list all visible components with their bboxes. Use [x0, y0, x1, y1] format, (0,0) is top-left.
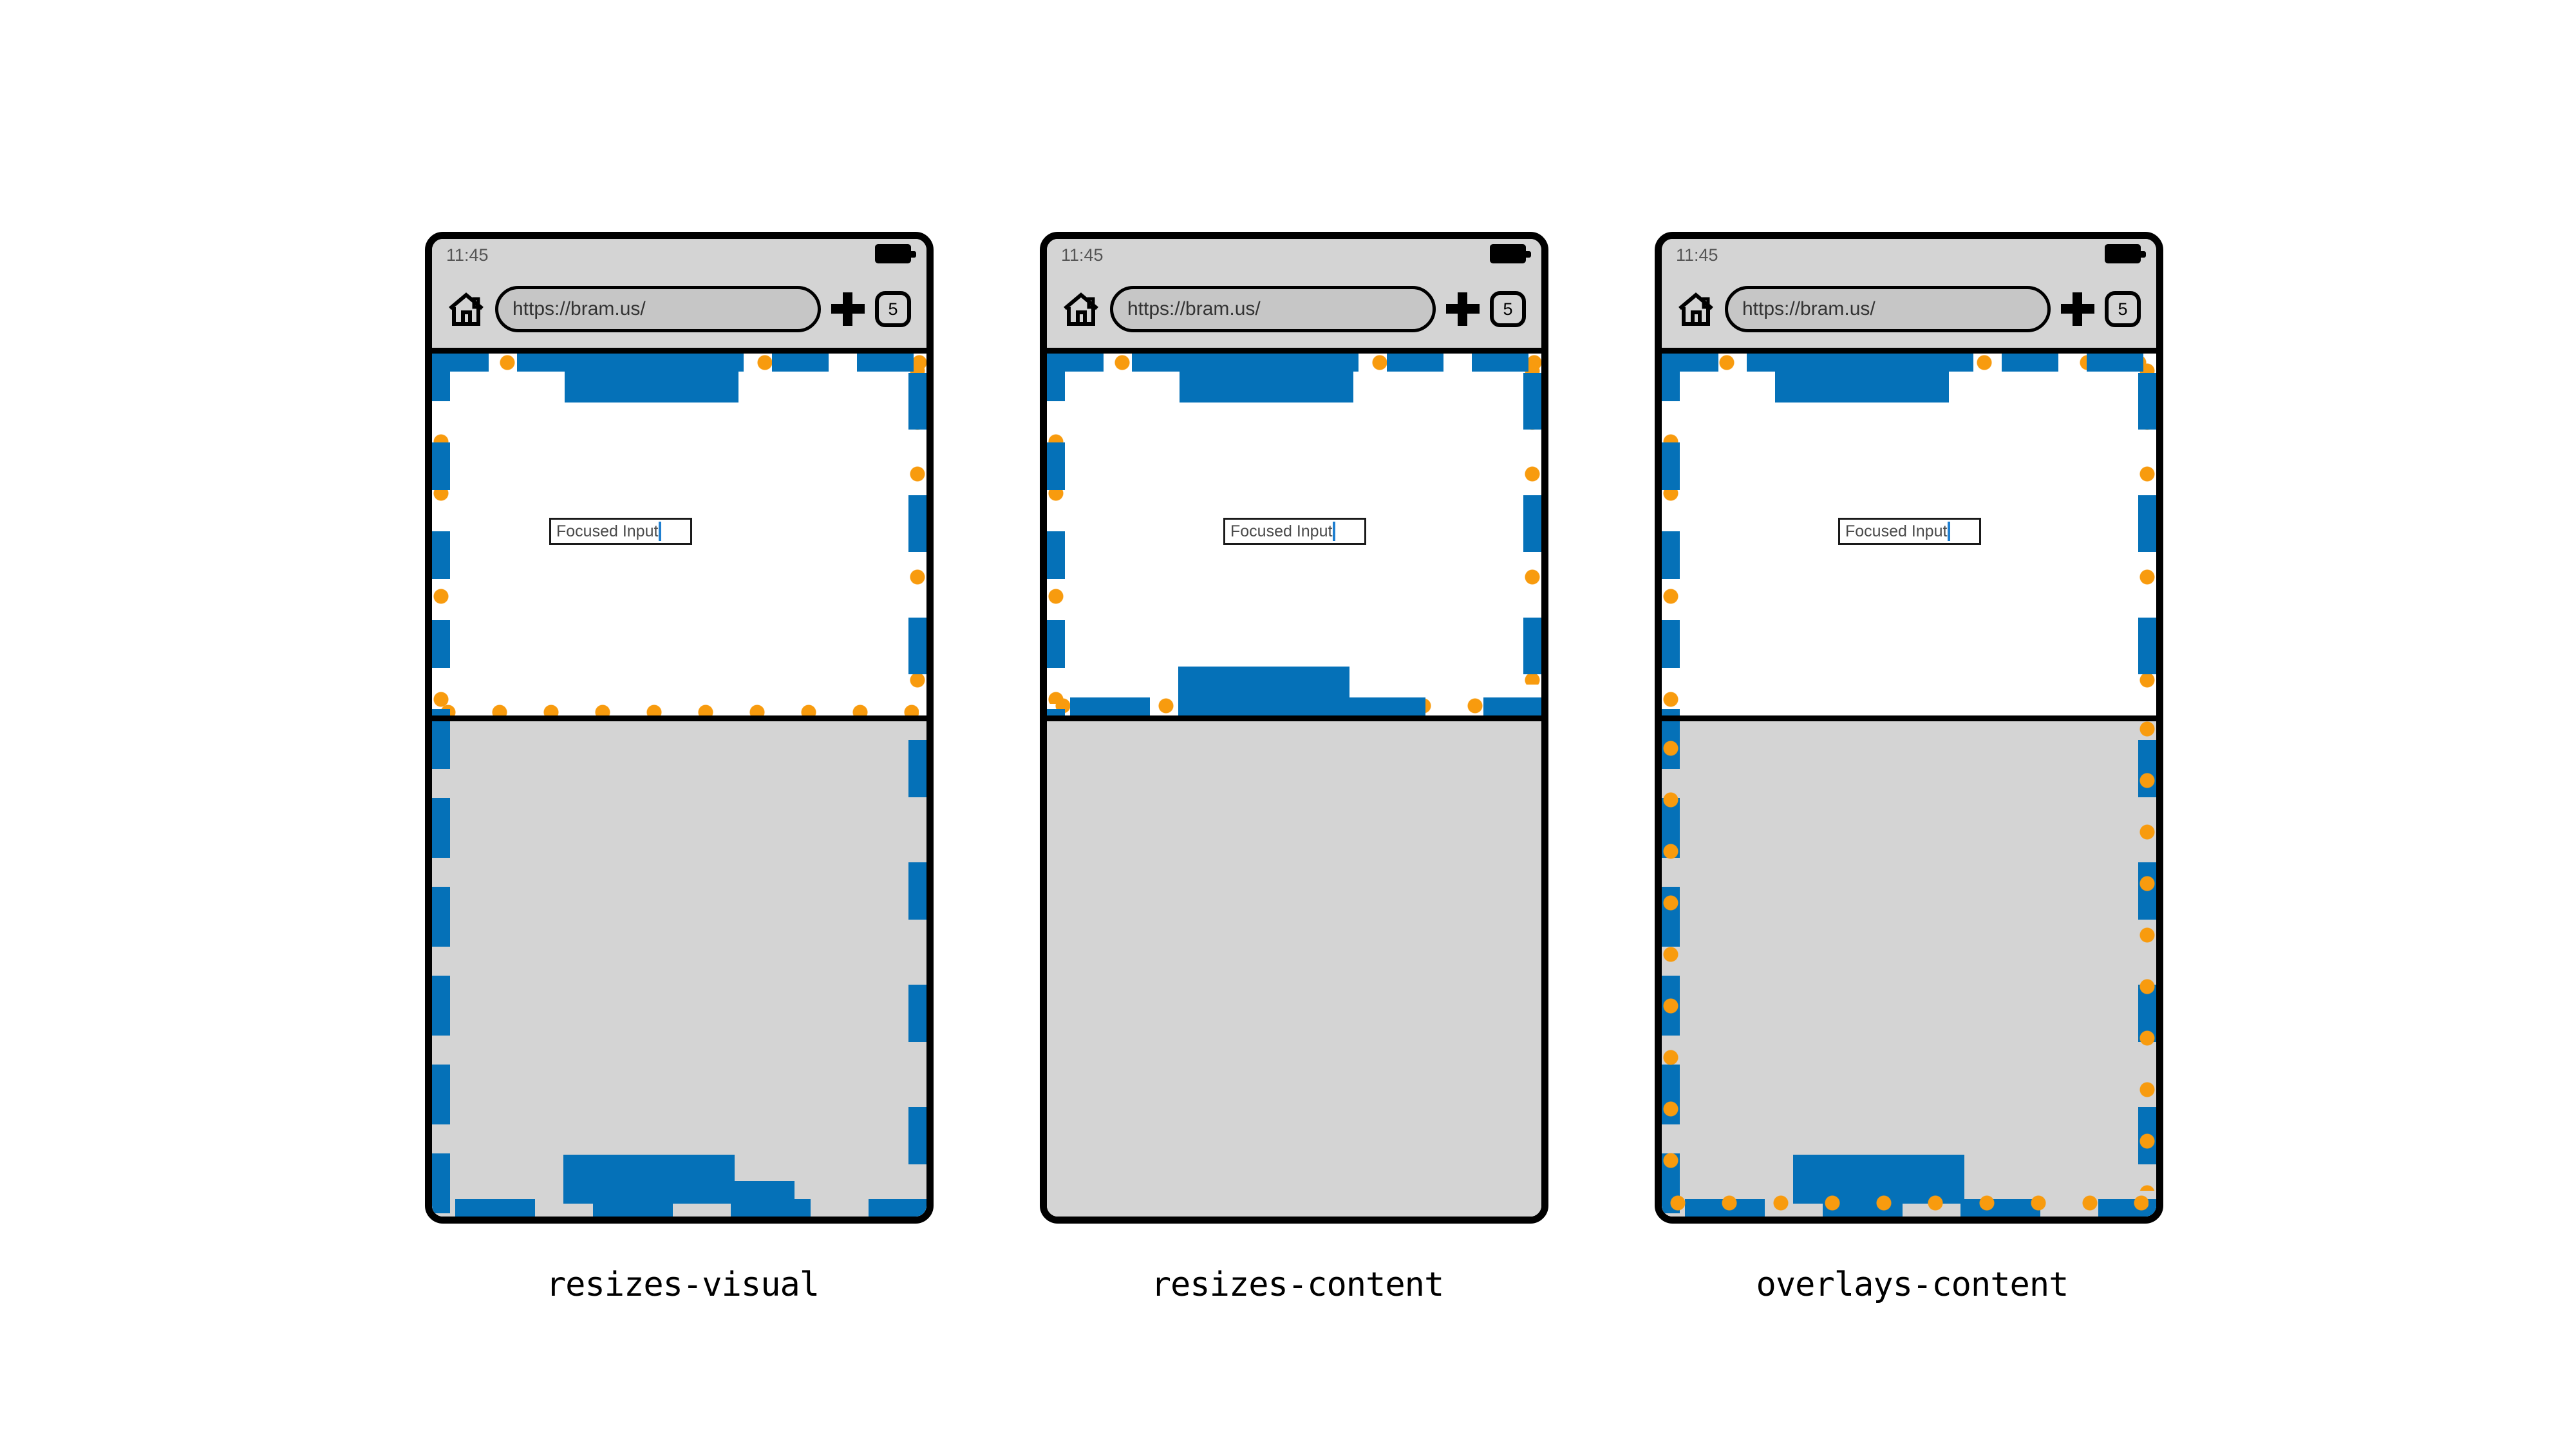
phone-frame: 11:45 https://bram.us/ — [1040, 232, 1548, 1224]
browser-toolbar: https://bram.us/ 5 — [432, 270, 926, 348]
viewport: Focused Input — [432, 354, 926, 1217]
overlay-edge-left-over-keyboard — [432, 721, 450, 1217]
browser-chrome: 11:45 https://bram.us/ — [1047, 239, 1541, 354]
overlay-edge-right-over-keyboard — [908, 721, 926, 1217]
caption-resizes-visual: resizes-visual — [545, 1265, 820, 1304]
text-caret — [659, 522, 662, 541]
phone-frame: 11:45 https://bram.us/ — [1655, 232, 2163, 1224]
focused-input-value: Focused Input — [1230, 522, 1333, 540]
focused-input[interactable]: Focused Input — [1838, 518, 1981, 545]
text-caret — [1948, 522, 1951, 541]
url-text: https://bram.us/ — [1742, 298, 1876, 319]
caption-overlays-content: overlays-content — [1756, 1265, 2069, 1304]
status-bar: 11:45 — [1047, 239, 1541, 270]
battery-full-icon — [2105, 244, 2146, 263]
text-caret — [1333, 522, 1336, 541]
plus-icon[interactable] — [831, 292, 865, 326]
status-bar: 11:45 — [432, 239, 926, 270]
overlay-block-keyboard-bottom — [563, 1155, 735, 1204]
plus-icon[interactable] — [1446, 292, 1480, 326]
home-icon[interactable] — [447, 292, 485, 327]
battery-full-icon — [875, 244, 916, 263]
browser-chrome: 11:45 https://bram.us/ — [1662, 239, 2156, 354]
overlay-block-top — [1775, 354, 1949, 402]
content-area: Focused Input — [1047, 354, 1541, 715]
phone-frame: 11:45 https://bram.us/ — [425, 232, 934, 1224]
home-icon[interactable] — [1677, 292, 1715, 327]
panel-resizes-content: 11:45 https://bram.us/ — [1040, 232, 1555, 1224]
keyboard-divider — [432, 715, 926, 721]
overlay-block-top — [565, 354, 738, 402]
url-bar[interactable]: https://bram.us/ — [495, 286, 821, 332]
status-clock: 11:45 — [446, 245, 489, 265]
overlay-block-bottom — [1178, 667, 1349, 715]
caption-resizes-content: resizes-content — [1151, 1265, 1445, 1304]
focused-input[interactable]: Focused Input — [549, 518, 692, 545]
url-text: https://bram.us/ — [512, 298, 646, 319]
focused-input-value: Focused Input — [556, 522, 659, 540]
virtual-keyboard[interactable] — [432, 721, 926, 1217]
keyboard-divider — [1662, 715, 2156, 721]
overlay-dots-right-over-keyboard — [2139, 721, 2156, 1191]
panel-resizes-visual: 11:45 https://bram.us/ — [425, 232, 940, 1224]
home-icon[interactable] — [1062, 292, 1100, 327]
panel-overlays-content: 11:45 https://bram.us/ — [1655, 232, 2170, 1224]
viewport: Focused Input — [1047, 354, 1541, 1217]
url-bar[interactable]: https://bram.us/ — [1725, 286, 2051, 332]
status-clock: 11:45 — [1061, 245, 1104, 265]
url-bar[interactable]: https://bram.us/ — [1110, 286, 1436, 332]
focused-input-value: Focused Input — [1845, 522, 1948, 540]
browser-toolbar: https://bram.us/ 5 — [1662, 270, 2156, 348]
browser-chrome: 11:45 https://bram.us/ — [432, 239, 926, 354]
url-text: https://bram.us/ — [1127, 298, 1261, 319]
overlay-dots-left-over-keyboard — [1662, 740, 1679, 1191]
tab-count-button[interactable]: 5 — [875, 291, 911, 327]
viewport: Focused Input — [1662, 354, 2156, 1217]
overlay-block-keyboard-bottom-right — [735, 1181, 794, 1204]
browser-toolbar: https://bram.us/ 5 — [1047, 270, 1541, 348]
virtual-keyboard[interactable] — [1662, 721, 2156, 1217]
tab-count-button[interactable]: 5 — [1490, 291, 1526, 327]
plus-icon[interactable] — [2061, 292, 2094, 326]
focused-input[interactable]: Focused Input — [1223, 518, 1366, 545]
status-clock: 11:45 — [1676, 245, 1718, 265]
battery-full-icon — [1490, 244, 1531, 263]
status-bar: 11:45 — [1662, 239, 2156, 270]
content-area: Focused Input — [1662, 354, 2156, 715]
content-area: Focused Input — [432, 354, 926, 715]
virtual-keyboard[interactable] — [1047, 721, 1541, 1217]
overlay-block-top — [1180, 354, 1353, 402]
tab-count-button[interactable]: 5 — [2105, 291, 2141, 327]
overlay-dots-bottom-over-keyboard — [1669, 1195, 2148, 1211]
keyboard-divider — [1047, 715, 1541, 721]
